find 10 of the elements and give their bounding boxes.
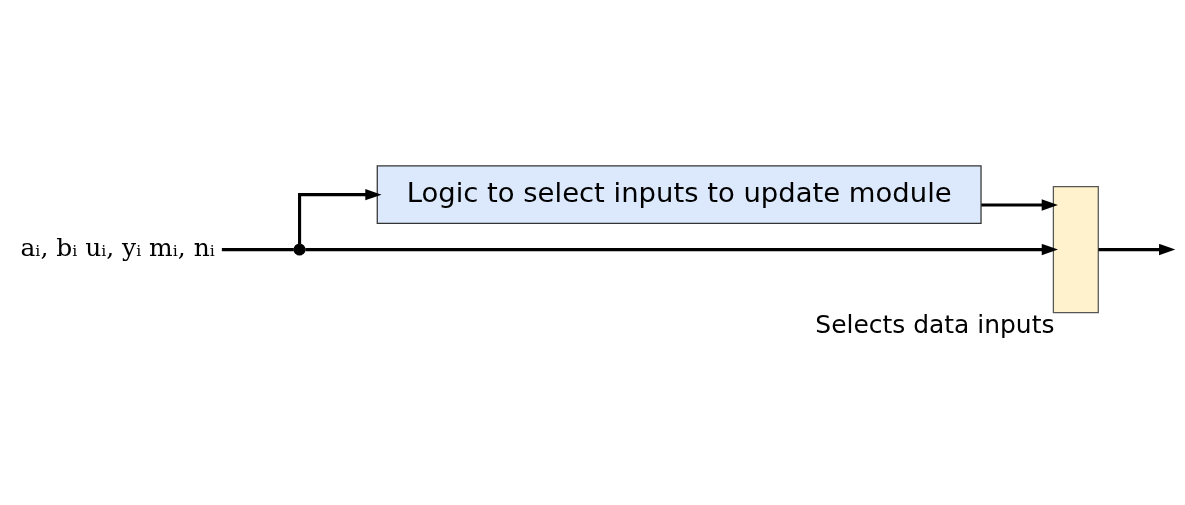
arrow [298, 188, 382, 244]
node-label: Selects data inputs [815, 309, 1055, 339]
arrow [1098, 243, 1176, 255]
arrow [981, 198, 1058, 211]
connector [221, 247, 294, 251]
node-text: aᵢ, bᵢ uᵢ, yᵢ mᵢ, nᵢ [20, 232, 215, 262]
node-trapezoid [1052, 185, 1099, 313]
node-box: Logic to select inputs to update module [376, 164, 982, 224]
node-circle [293, 243, 306, 256]
arrow [305, 243, 1058, 255]
